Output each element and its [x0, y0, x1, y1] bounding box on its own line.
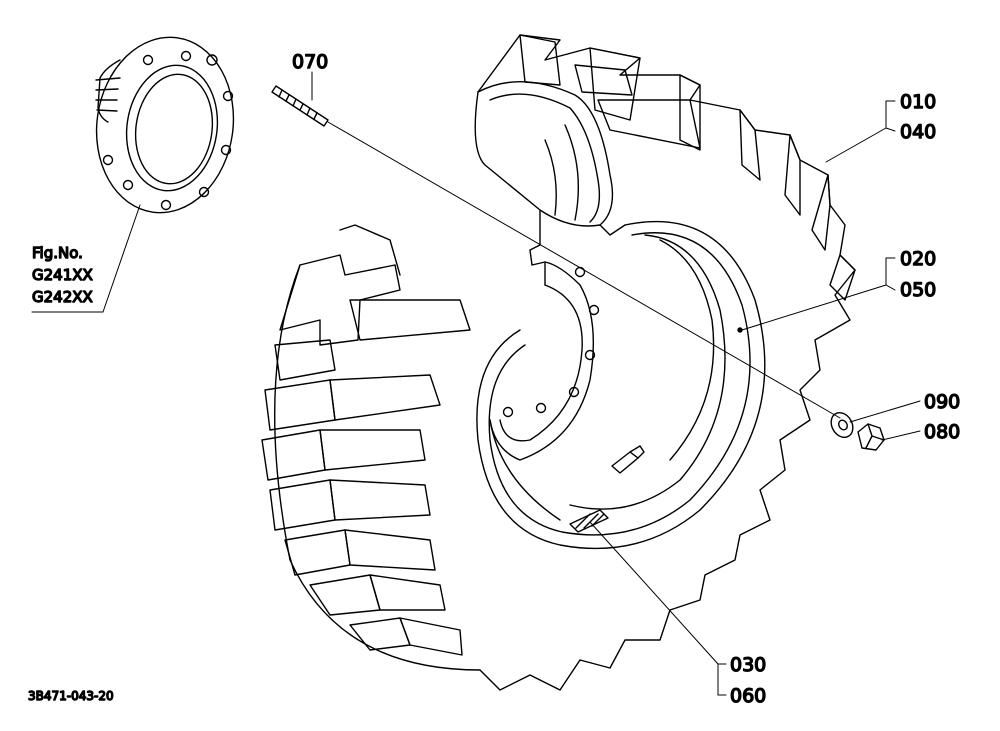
label-010: 010 — [900, 91, 936, 113]
washer — [830, 411, 854, 439]
label-050: 050 — [900, 279, 936, 301]
label-020: 020 — [900, 248, 936, 270]
label-030: 030 — [730, 654, 766, 676]
tire-cutaway — [474, 81, 626, 286]
label-060: 060 — [730, 685, 766, 707]
figure-ref-1: G241XX — [32, 266, 93, 284]
figure-ref-prefix: Fig.No. — [32, 244, 83, 262]
tire-tread — [261, 34, 856, 691]
figure-ref-2: G242XX — [32, 288, 93, 306]
label-080: 080 — [924, 421, 960, 443]
label-090: 090 — [924, 391, 960, 413]
label-070: 070 — [292, 51, 328, 73]
wheel-rim — [476, 220, 766, 550]
stud-bolt — [271, 85, 329, 127]
drawing-number: 3B471-043-20 — [28, 689, 114, 703]
leader-lines — [31, 71, 921, 696]
nut — [857, 423, 885, 451]
hub-flange — [95, 36, 235, 214]
label-040: 040 — [900, 121, 936, 143]
